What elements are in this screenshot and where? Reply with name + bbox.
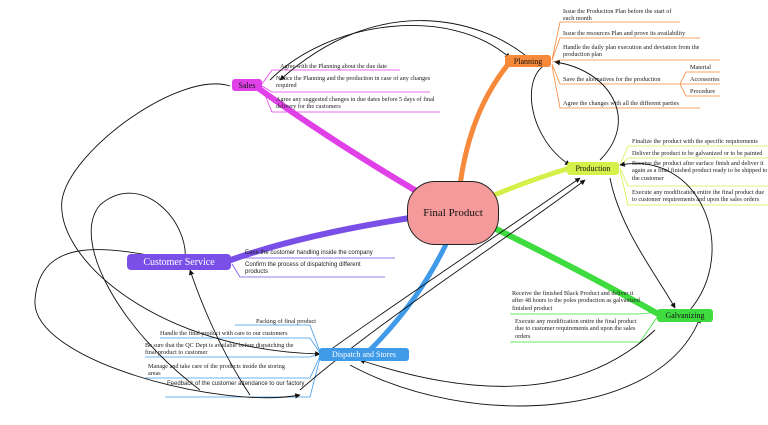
production-item-3: Receive the product after surface finish…	[632, 160, 768, 182]
dispatch-item-5: Feedback of the customer attendance to o…	[167, 381, 305, 387]
sales-item-2: Notice the Planning and the production i…	[276, 75, 431, 90]
central-node[interactable]: Final Product	[407, 181, 499, 245]
planning-item-1: Issue the Production Plan before the sta…	[563, 8, 672, 23]
branch-line-planning	[457, 59, 513, 188]
branch-line-sales	[255, 85, 421, 195]
planning-sub-item-1: Material	[690, 64, 711, 71]
customer-service-item-2: Confirm the process of dispatching diffe…	[245, 262, 361, 276]
dispatch-item-3: Be sure that the QC Dept is available be…	[145, 342, 294, 357]
planning-item-5: Agree the changes with all the different…	[563, 100, 679, 107]
sales-item-3: Agree any suggested changes in due dates…	[276, 96, 435, 111]
planning-item-4: Save the alternatives for the production	[563, 76, 661, 83]
galvanizing-item-1: Receive the finished Black Product and d…	[512, 290, 640, 312]
planning-sub-item-2: Accessories	[690, 76, 720, 83]
planning-node[interactable]: Planning	[505, 55, 551, 67]
dispatch-item-1: Packing of final product	[256, 318, 316, 325]
galvanizing-node[interactable]: Galvanizing	[657, 309, 713, 322]
customer-service-item-1: Ease the customer handling inside the co…	[245, 250, 373, 256]
planning-sub-item-3: Procedure	[690, 88, 716, 95]
branch-line-customer-service	[222, 215, 413, 265]
customer-service-node[interactable]: Customer Service	[127, 254, 231, 270]
sales-item-1: Agree with the Planning about the due da…	[280, 63, 388, 70]
production-item-1: Finalize the product with the specific r…	[632, 138, 758, 145]
planning-item-3: Handle the daily plan execution and devi…	[563, 44, 700, 59]
galvanizing-item-2: Execute any modification entire the fina…	[515, 318, 637, 340]
planning-item-2: Issue the resources Plan and prove its a…	[563, 30, 686, 37]
branch-line-galvanizing	[491, 225, 663, 318]
branch-line-dispatch	[367, 237, 451, 353]
production-item-2: Deliver the product to be galvanized or …	[632, 150, 763, 157]
sales-node[interactable]: Sales	[232, 79, 262, 91]
dispatch-node[interactable]: Dispatch and Stores	[319, 348, 409, 361]
dispatch-item-2: Handle the final product with care to ou…	[160, 330, 288, 337]
dispatch-item-4: Manage and take care of the products ins…	[148, 363, 285, 378]
branch-line-production	[489, 165, 573, 199]
production-node[interactable]: Production	[567, 162, 619, 175]
production-item-4: Execute any modification entire the fina…	[632, 189, 765, 204]
